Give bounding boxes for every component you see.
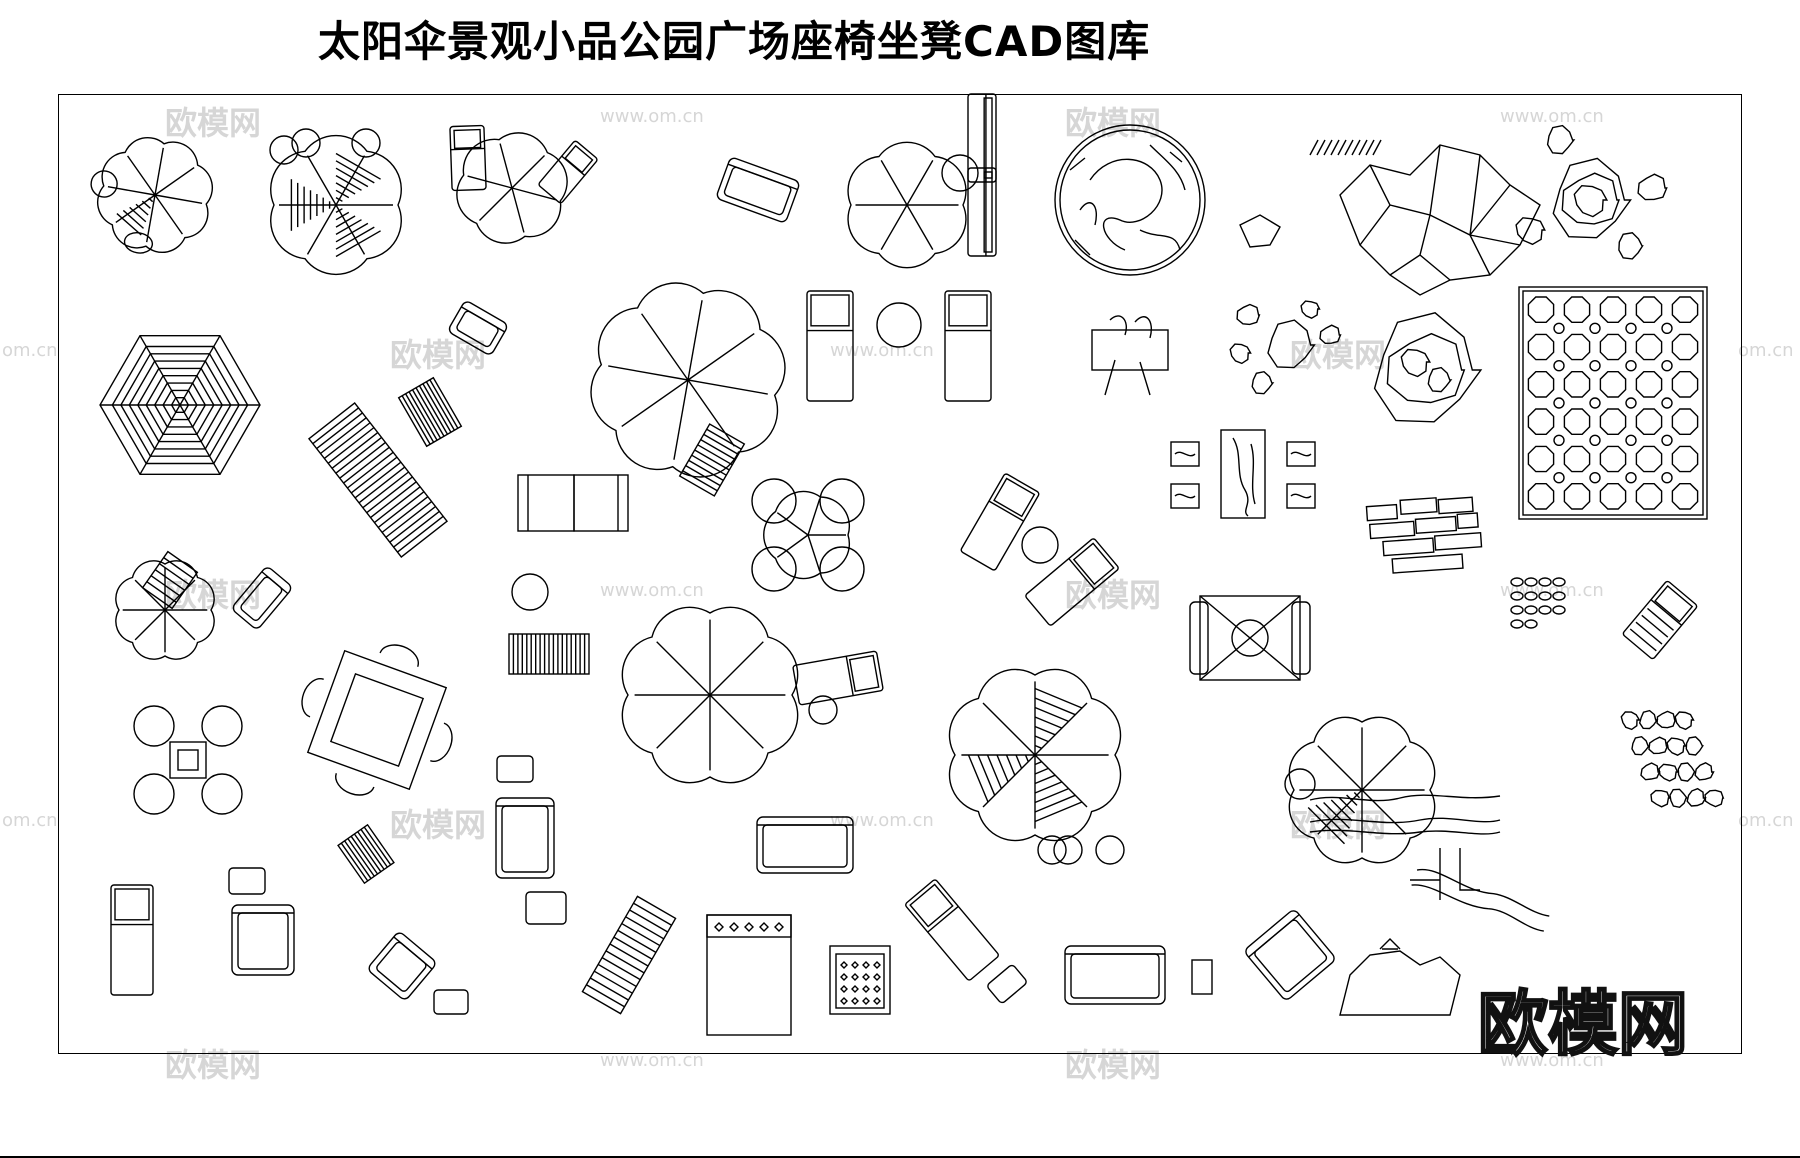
umbrella-with-chairs <box>115 560 215 660</box>
watermark-url: www.om.cn <box>1500 1050 1604 1071</box>
umbrella-pair-loungers <box>847 141 967 269</box>
lounger <box>538 140 598 204</box>
oval-table <box>511 573 549 611</box>
rock-edging-lines <box>1309 794 1501 900</box>
lounger <box>944 290 992 402</box>
lounge-chair <box>368 932 436 1000</box>
round-art-paving <box>1054 124 1206 276</box>
square-table-four-chairs <box>301 644 453 796</box>
umbrella-lounger-set <box>456 132 568 244</box>
watermark-url: www.om.cn <box>600 106 704 127</box>
rockery-teahouse <box>1339 938 1461 1016</box>
watermark-url: www.om.cn <box>600 580 704 601</box>
double-bed-lounger <box>706 914 792 1036</box>
lounge-chair-round <box>1245 910 1335 1000</box>
lounge-chair <box>716 157 800 223</box>
picnic-table-four-stools <box>1170 429 1316 519</box>
watermark: 欧模网 <box>1065 576 1162 614</box>
watermark-url: www.om.cn <box>1500 106 1604 127</box>
umbrella-seating-set <box>90 137 213 254</box>
brand-watermark: 欧模网 <box>1477 982 1690 1067</box>
stone-paving-strip <box>1365 496 1483 574</box>
watermark: 欧模网 <box>165 1046 262 1084</box>
round-table <box>876 302 922 348</box>
hexagonal-umbrella-hatched <box>99 335 261 475</box>
round-table <box>941 154 979 192</box>
round-table <box>808 695 838 725</box>
armchair-with-footrest <box>231 904 295 976</box>
watermark: 欧模网 <box>165 104 262 142</box>
stool <box>1053 835 1083 865</box>
small-hatched-stool <box>337 823 395 885</box>
table-two-chairs <box>517 474 629 532</box>
umbrella-outdoor <box>621 606 799 784</box>
sun-lounger-slatted <box>307 402 449 558</box>
umbrella-hatched <box>1284 716 1436 864</box>
watermark-url: www.om.cn <box>830 810 934 831</box>
lounger <box>1025 538 1119 626</box>
watermark-url: www.om.cn <box>600 1050 704 1071</box>
lounger-slatted <box>678 423 746 497</box>
watermark-url: om.cn <box>2 810 58 831</box>
lounger <box>967 167 997 257</box>
umbrella-striped <box>948 668 1122 842</box>
side-table-slatted <box>397 376 463 448</box>
drawing-frame <box>58 94 1742 1054</box>
stool <box>1095 835 1125 865</box>
footrest <box>987 964 1027 1004</box>
watermark-url: www.om.cn <box>1500 580 1604 601</box>
lounger <box>449 124 487 192</box>
small-table <box>1191 959 1213 995</box>
umbrella <box>763 490 851 580</box>
cushion-seat <box>829 945 891 1015</box>
watermark: 欧模网 <box>1065 104 1162 142</box>
footrest <box>433 989 469 1015</box>
round-table <box>1021 526 1059 564</box>
folding-chair <box>141 550 199 610</box>
slatted-bench <box>508 633 590 675</box>
bottom-rule <box>0 1156 1800 1158</box>
folding-chair <box>448 301 508 355</box>
watermark-url: om.cn <box>2 340 58 361</box>
pebble-scatter <box>1510 577 1566 629</box>
clover-table-chairs <box>133 705 243 815</box>
lounger <box>960 473 1040 571</box>
watermark-url: om.cn <box>1738 340 1794 361</box>
table-umbrella-chairs <box>1189 595 1311 681</box>
bench-figure <box>1091 315 1169 396</box>
stepping-stone-cluster <box>1515 124 1668 260</box>
lounger <box>967 93 997 183</box>
page-title: 太阳伞景观小品公园广场座椅坐凳CAD图库 <box>318 17 1151 66</box>
deck-chair-slatted <box>581 895 677 1015</box>
watermark: 欧模网 <box>390 336 487 374</box>
boulder-cluster <box>1229 300 1342 395</box>
watermark-url: om.cn <box>1738 810 1794 831</box>
tub-chair <box>756 816 854 874</box>
stool <box>1037 835 1067 865</box>
armchair-wide <box>1064 945 1166 1005</box>
footrest <box>525 891 567 925</box>
armchair <box>232 567 292 629</box>
footrest <box>228 867 266 895</box>
stepping-stones-path <box>1620 709 1725 809</box>
clover-table-set <box>751 478 865 592</box>
lion-carving <box>1373 312 1483 423</box>
lounger <box>905 879 999 981</box>
umbrella-striped-set <box>269 128 402 276</box>
watermark: 欧模网 <box>1065 1046 1162 1084</box>
rock-border <box>1411 868 1550 932</box>
reclining-chair <box>110 884 154 996</box>
watermark: 欧模网 <box>1290 336 1387 374</box>
watermark: 欧模网 <box>390 806 487 844</box>
crazy-paving-pattern <box>1239 139 1541 296</box>
footrest <box>496 755 534 783</box>
lounger-stack <box>1622 580 1698 660</box>
armchair <box>495 797 555 879</box>
octagon-lattice-screen <box>1518 286 1708 520</box>
lounger <box>792 650 884 706</box>
lounger <box>806 290 854 402</box>
large-umbrella <box>590 282 786 478</box>
